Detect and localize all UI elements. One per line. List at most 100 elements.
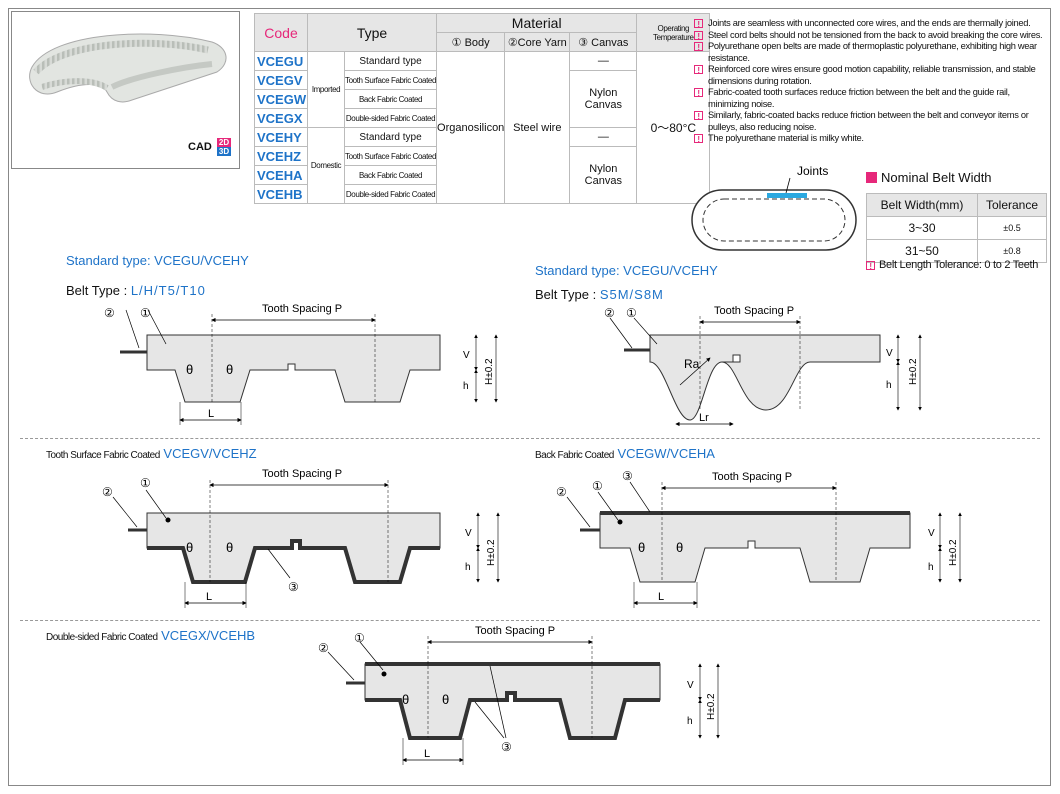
dim-Lr: Lr bbox=[699, 412, 709, 424]
tolerance-cell: ±0.8 bbox=[977, 239, 1047, 263]
type-cell: Double-sided Fabric Coated bbox=[343, 184, 438, 204]
length-tolerance-note: !Belt Length Tolerance: 0 to 2 Teeth bbox=[866, 259, 1038, 271]
marker-2: ② bbox=[318, 641, 329, 655]
theta-label: θ bbox=[442, 692, 449, 707]
marker-2: ② bbox=[556, 485, 567, 499]
tolerance-cell: ±0.5 bbox=[977, 216, 1047, 240]
tooth-spacing-label: Tooth Spacing P bbox=[714, 305, 794, 317]
cad-2d-tag[interactable]: 2D bbox=[216, 138, 232, 147]
belt-type-2: Belt Type : S5M/S8M bbox=[535, 287, 664, 302]
marker-1: ① bbox=[592, 479, 603, 493]
width-cell: 31~50 bbox=[866, 239, 978, 263]
dim-L: L bbox=[424, 748, 430, 760]
theta-label: θ bbox=[638, 540, 645, 555]
core-material: Steel wire bbox=[504, 51, 571, 204]
dim-V: V bbox=[463, 350, 470, 361]
note-item: !Fabric-coated tooth surfaces reduce fri… bbox=[694, 87, 1044, 110]
joints-diagram: Joints bbox=[691, 164, 857, 251]
dim-h: h bbox=[886, 380, 892, 391]
section-title-tooth-fabric: Tooth Surface Fabric Coated VCEGV/VCEHZ bbox=[46, 446, 257, 461]
note-item: !Similarly, fabric-coated backs reduce f… bbox=[694, 110, 1044, 133]
warning-icon: ! bbox=[694, 42, 703, 52]
notes-list: !Joints are seamless with unconnected co… bbox=[694, 18, 1044, 145]
warning-icon: ! bbox=[694, 88, 703, 98]
section-title-back-fabric: Back Fabric Coated VCEGW/VCEHA bbox=[535, 446, 715, 461]
width-cell: 3~30 bbox=[866, 216, 978, 240]
section-title-standard-1: Standard type: VCEGU/VCEHY bbox=[66, 253, 249, 268]
dim-H: H±0.2 bbox=[948, 539, 959, 566]
theta-label: θ bbox=[402, 692, 409, 707]
section-title-standard-2: Standard type: VCEGU/VCEHY bbox=[535, 263, 718, 278]
marker-2: ② bbox=[104, 306, 115, 320]
code-cell: VCEGX bbox=[254, 108, 308, 128]
belt-photo-illustration bbox=[29, 33, 227, 103]
origin-domestic: Domestic bbox=[307, 127, 345, 204]
diagram-tooth-fabric: ② ① ③ Tooth Spacing P θ θ L V h H±0.2 bbox=[102, 468, 500, 608]
body-material: Organosilicon bbox=[436, 51, 506, 204]
diagram-double-fabric: ② ① ③ Tooth Spacing P θ θ L V h H±0.2 bbox=[318, 625, 720, 765]
nominal-width-table: Belt Width(mm)Tolerance 3~30±0.5 31~50±0… bbox=[866, 193, 1047, 263]
note-item: !Polyurethane open belts are made of the… bbox=[694, 41, 1044, 64]
note-item: !Reinforced core wires ensure good motio… bbox=[694, 64, 1044, 87]
marker-3: ③ bbox=[288, 580, 299, 594]
warning-icon: ! bbox=[866, 261, 875, 271]
tooth-spacing-label: Tooth Spacing P bbox=[712, 471, 792, 483]
divider bbox=[20, 620, 1040, 621]
type-header: Type bbox=[306, 13, 438, 52]
theta-label: θ bbox=[226, 540, 233, 555]
dim-V: V bbox=[928, 528, 935, 539]
square-bullet-icon bbox=[866, 172, 877, 183]
page-frame bbox=[8, 8, 1051, 786]
warning-icon: ! bbox=[694, 111, 703, 121]
dim-h: h bbox=[465, 562, 471, 573]
joints-label: Joints bbox=[797, 164, 828, 178]
warning-icon: ! bbox=[694, 19, 703, 29]
marker-3: ③ bbox=[622, 469, 633, 483]
note-item: !The polyurethane material is milky whit… bbox=[694, 133, 1044, 145]
dim-H: H±0.2 bbox=[908, 358, 919, 385]
tolerance-col-header: Tolerance bbox=[977, 193, 1047, 217]
cad-label: CAD bbox=[188, 141, 212, 153]
theta-label: θ bbox=[186, 362, 193, 377]
dim-L: L bbox=[658, 591, 664, 603]
code-cell: VCEHY bbox=[254, 127, 308, 147]
dim-h: h bbox=[463, 381, 469, 392]
joint-marker bbox=[767, 193, 807, 198]
cad-3d-tag[interactable]: 3D bbox=[216, 147, 232, 156]
dim-V: V bbox=[886, 348, 893, 359]
material-col-core: ②Core Yarn bbox=[504, 32, 571, 52]
theta-label: θ bbox=[676, 540, 683, 555]
divider bbox=[20, 438, 1040, 439]
temperature: 0～80°C bbox=[636, 51, 711, 204]
code-cell: VCEGU bbox=[254, 51, 308, 71]
diagram-standard-curvilinear: ② ① Tooth Spacing P Ra Lr V h H±0.2 bbox=[604, 305, 922, 427]
dim-V: V bbox=[687, 680, 694, 691]
spec-table: Code Type Material Operating Temperature… bbox=[254, 13, 711, 204]
material-header: Material bbox=[436, 13, 638, 33]
dim-Ra: Ra bbox=[684, 357, 700, 371]
diagram-back-fabric: ② ① ③ Tooth Spacing P θ θ L V h H±0.2 bbox=[556, 469, 962, 608]
marker-1: ① bbox=[140, 476, 151, 490]
marker-2: ② bbox=[102, 485, 113, 499]
marker-1: ① bbox=[140, 306, 151, 320]
dim-H: H±0.2 bbox=[486, 539, 497, 566]
type-cell: Standard type bbox=[343, 127, 438, 147]
cad-badge[interactable]: CAD 2D 3D bbox=[188, 138, 232, 156]
marker-2: ② bbox=[604, 306, 615, 320]
code-cell: VCEHZ bbox=[254, 146, 308, 166]
code-cell: VCEGW bbox=[254, 89, 308, 109]
warning-icon: ! bbox=[694, 30, 703, 41]
dim-L: L bbox=[208, 408, 214, 420]
theta-label: θ bbox=[226, 362, 233, 377]
tooth-spacing-label: Tooth Spacing P bbox=[262, 303, 342, 315]
dim-H: H±0.2 bbox=[484, 358, 495, 385]
theta-label: θ bbox=[186, 540, 193, 555]
warning-icon: ! bbox=[694, 134, 703, 144]
material-col-body: ① Body bbox=[436, 32, 506, 52]
tooth-spacing-label: Tooth Spacing P bbox=[262, 468, 342, 480]
origin-imported: Imported bbox=[307, 51, 345, 128]
material-col-canvas: ③ Canvas bbox=[569, 32, 638, 52]
note-item: !Steel cord belts should not be tensione… bbox=[694, 30, 1044, 42]
dim-h: h bbox=[928, 562, 934, 573]
